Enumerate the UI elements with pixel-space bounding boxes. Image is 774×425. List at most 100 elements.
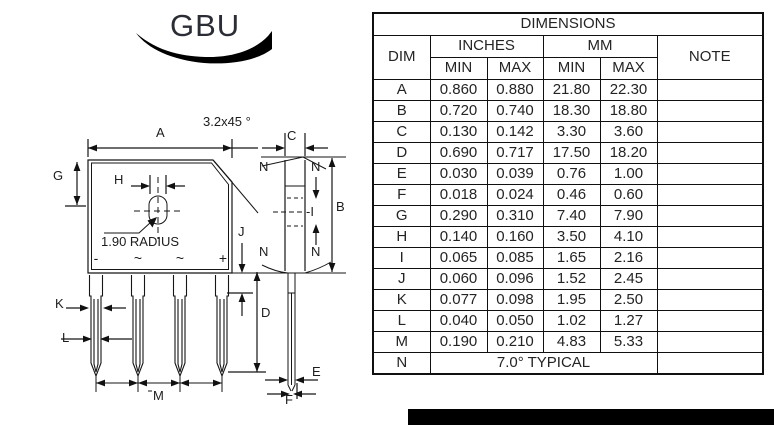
- table-title-row: DIMENSIONS: [372, 12, 764, 36]
- inches-min-cell: 0.040: [429, 310, 488, 332]
- dim-label-a: A: [156, 125, 165, 140]
- dim-label-b: B: [336, 199, 345, 214]
- col-header-inches-max: MAX: [486, 57, 544, 80]
- inches-max-cell: 0.717: [486, 142, 544, 164]
- col-header-mm-max: MAX: [599, 57, 658, 80]
- dim-label-c: C: [287, 128, 297, 143]
- col-header-note: NOTE: [656, 35, 764, 80]
- mm-min-cell: 21.80: [542, 79, 601, 101]
- note-cell: [656, 100, 764, 122]
- dimension-arrowheads: [73, 144, 336, 398]
- inches-min-cell: 0.065: [429, 247, 488, 269]
- col-header-inches-min: MIN: [429, 57, 488, 80]
- inches-max-cell: 0.142: [486, 121, 544, 143]
- dim-cell: M: [372, 331, 431, 353]
- mm-max-cell: 2.45: [599, 268, 658, 290]
- dim-cell: D: [372, 142, 431, 164]
- dim-label-i: -I: [306, 204, 314, 219]
- dim-label-f: F: [285, 392, 293, 407]
- inches-max-cell: 0.880: [486, 79, 544, 101]
- mm-min-cell: 3.50: [542, 226, 601, 248]
- note-cell: [656, 226, 764, 248]
- dim-cell: I: [372, 247, 431, 269]
- dim-label-l: L: [62, 330, 70, 345]
- radius-note: 1.90 RADIUS: [101, 234, 180, 249]
- inches-min-cell: 0.130: [429, 121, 488, 143]
- mm-min-cell: 3.30: [542, 121, 601, 143]
- mm-max-cell: 0.60: [599, 184, 658, 206]
- radius-leader-arrowhead: [147, 217, 157, 228]
- note-cell: [656, 352, 764, 375]
- col-header-mm-min: MIN: [542, 57, 601, 80]
- mm-max-cell: 18.20: [599, 142, 658, 164]
- mm-min-cell: 1.95: [542, 289, 601, 311]
- dim-cell: L: [372, 310, 431, 332]
- dim-label-m: M: [153, 388, 164, 403]
- mm-min-cell: 17.50: [542, 142, 601, 164]
- inches-min-cell: 0.140: [429, 226, 488, 248]
- inches-min-cell: 0.190: [429, 331, 488, 353]
- dim-label-g: G: [53, 168, 64, 183]
- mm-min-cell: 1.65: [542, 247, 601, 269]
- dim-cell: J: [372, 268, 431, 290]
- inches-max-cell: 0.039: [486, 163, 544, 185]
- black-bar: [408, 409, 774, 425]
- dim-cell: B: [372, 100, 431, 122]
- inches-max-cell: 0.085: [486, 247, 544, 269]
- page-title: GBU: [170, 8, 241, 43]
- mm-min-cell: 0.46: [542, 184, 601, 206]
- mm-min-cell: 4.83: [542, 331, 601, 353]
- note-cell: [656, 205, 764, 227]
- inches-max-cell: 0.096: [486, 268, 544, 290]
- dim-label-n-bottom-left: N: [259, 244, 269, 259]
- mm-max-cell: 4.10: [599, 226, 658, 248]
- dim-label-n-bottom-right: N: [311, 244, 321, 259]
- table-title: DIMENSIONS: [372, 12, 764, 36]
- inches-min-cell: 0.030: [429, 163, 488, 185]
- front-leads: [88, 275, 230, 378]
- dim-cell: A: [372, 79, 431, 101]
- mm-min-cell: 7.40: [542, 205, 601, 227]
- dim-label-d: D: [261, 305, 271, 320]
- note-cell: [656, 142, 764, 164]
- mm-min-cell: 18.30: [542, 100, 601, 122]
- inches-min-cell: 0.060: [429, 268, 488, 290]
- dimensions-table: DIMENSIONS DIM INCHES MM NOTE MIN MAX MI…: [372, 12, 764, 375]
- dim-cell: H: [372, 226, 431, 248]
- dim-label-j: J: [238, 224, 245, 239]
- col-header-inches: INCHES: [429, 35, 544, 58]
- inches-max-cell: 0.098: [486, 289, 544, 311]
- note-cell: [656, 310, 764, 332]
- dim-label-h: H: [114, 172, 124, 187]
- dim-cell: F: [372, 184, 431, 206]
- dim-cell: G: [372, 205, 431, 227]
- inches-min-cell: 0.290: [429, 205, 488, 227]
- note-cell: [656, 79, 764, 101]
- col-header-dim: DIM: [372, 35, 431, 80]
- mm-max-cell: 3.60: [599, 121, 658, 143]
- mm-max-cell: 22.30: [599, 79, 658, 101]
- mm-min-cell: 1.52: [542, 268, 601, 290]
- mm-min-cell: 1.02: [542, 310, 601, 332]
- inches-max-cell: 0.310: [486, 205, 544, 227]
- polarity-mark-ac2: ~: [175, 250, 185, 266]
- package-outline-drawing: [61, 31, 346, 399]
- mm-max-cell: 5.33: [599, 331, 658, 353]
- table-header-row-1: DIM INCHES MM NOTE: [372, 35, 764, 80]
- polarity-mark-plus: +: [218, 250, 228, 266]
- dim-label-k: K: [55, 296, 64, 311]
- dim-label-e: E: [312, 364, 321, 379]
- chamfer-note: 3.2x45 °: [203, 114, 251, 129]
